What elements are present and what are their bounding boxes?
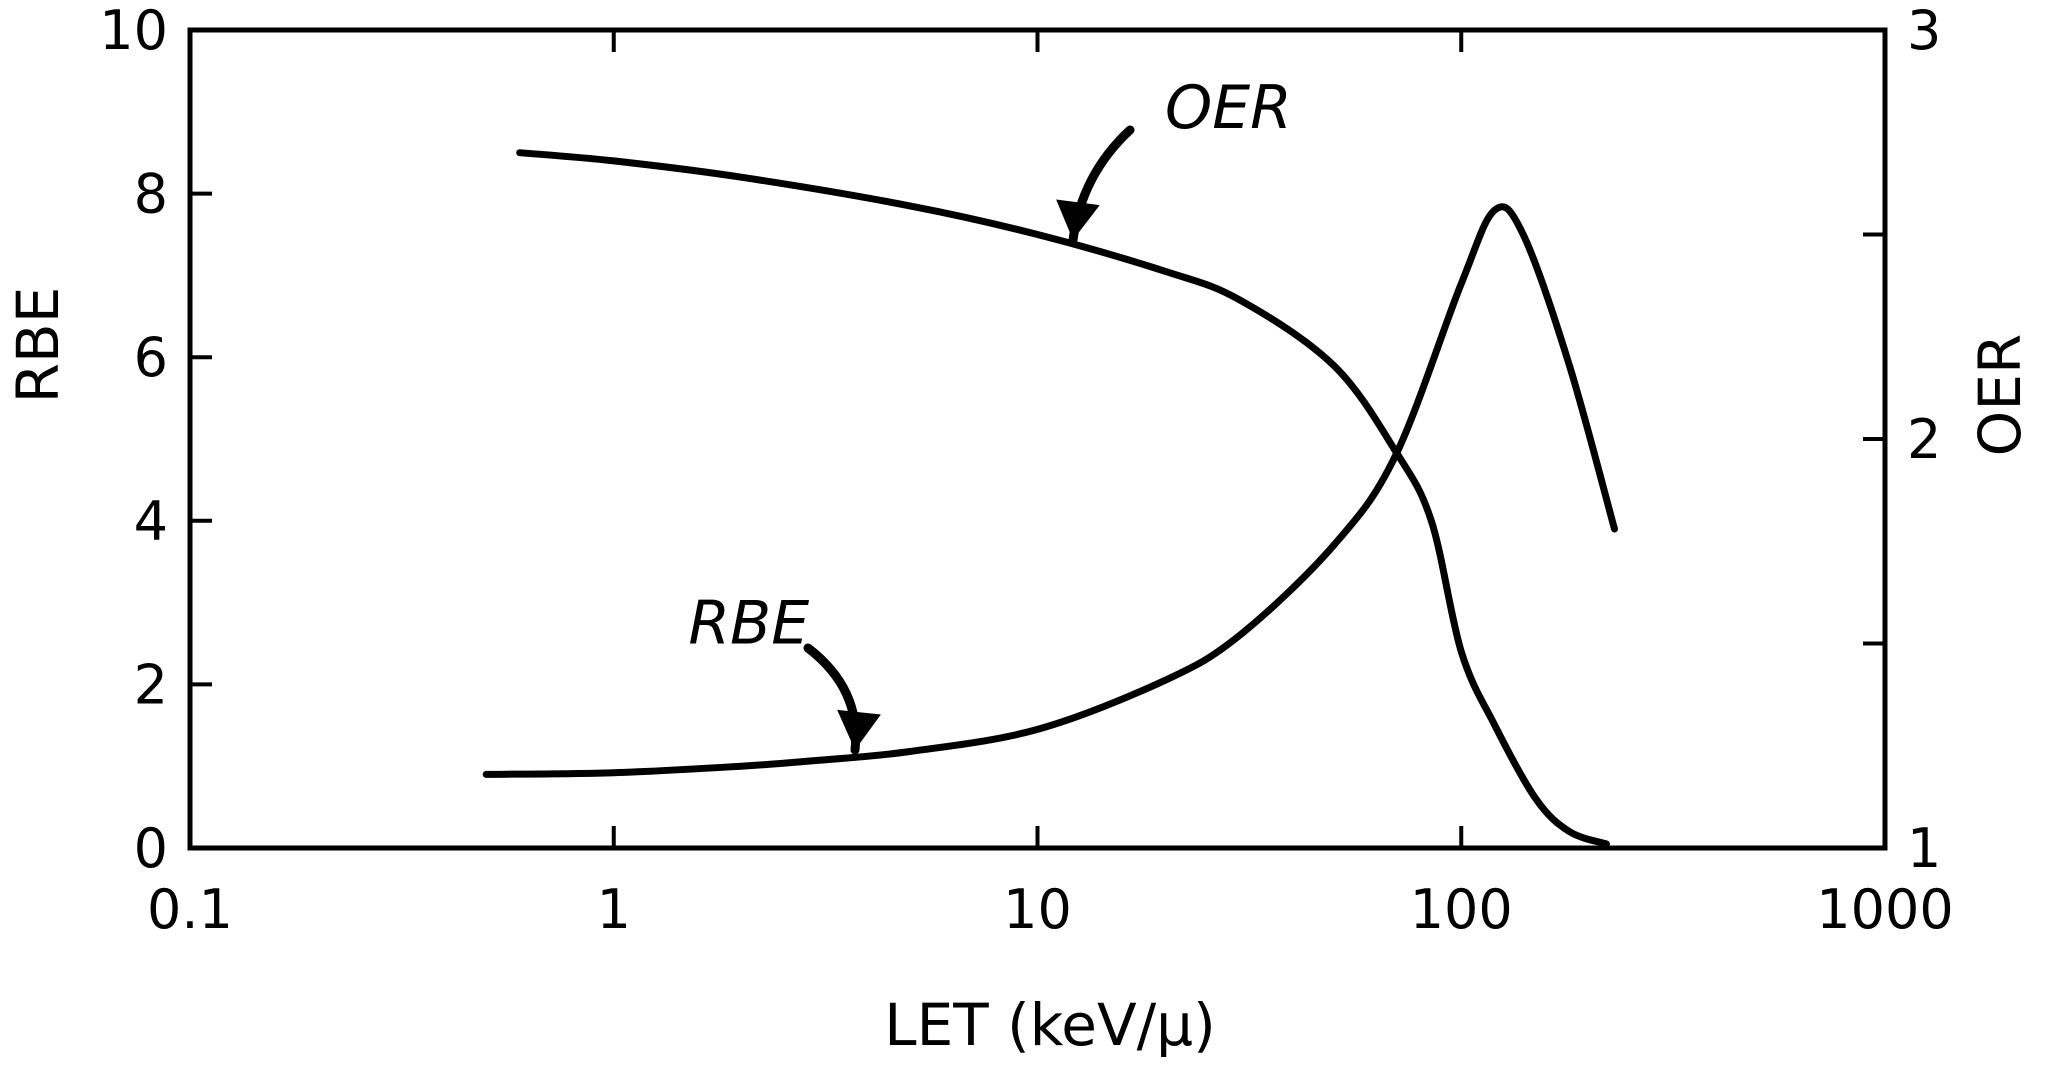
series-layer <box>482 149 1618 848</box>
y2-tick-label: 1 <box>1907 817 1941 880</box>
arrow-head-rbe <box>837 709 881 750</box>
y-tick-label: 10 <box>99 0 168 62</box>
y-tick-label: 6 <box>134 326 168 389</box>
y-tick-label: 8 <box>134 163 168 226</box>
x-axis: 0.1 1 10 100 1000 <box>147 30 1954 941</box>
x-tick-label: 1000 <box>1816 878 1953 941</box>
annotation-label-oer: OER <box>1165 73 1292 143</box>
annotation-layer: OER RBE <box>688 73 1292 755</box>
y-axis-left: 0 2 4 6 8 10 <box>99 0 212 880</box>
y-tick-label: 4 <box>134 490 168 553</box>
arrow-head-oer <box>1056 199 1100 240</box>
y-axis-right: 1 2 3 <box>1863 0 1941 880</box>
y2-axis-title: OER <box>1966 334 2034 457</box>
x-tick-label: 0.1 <box>147 878 233 941</box>
x-tick-label: 100 <box>1410 878 1513 941</box>
x-axis-title: LET (keV/μ) <box>884 991 1215 1059</box>
x-tick-label: 1 <box>597 878 631 941</box>
y2-tick-label: 3 <box>1907 0 1941 62</box>
series-rbe-line <box>482 203 1618 778</box>
y-axis-title: RBE <box>4 287 72 404</box>
plot-frame <box>187 27 1888 851</box>
y-tick-label: 0 <box>134 817 168 880</box>
y2-tick-label: 2 <box>1907 408 1941 471</box>
y-tick-label: 2 <box>134 653 168 716</box>
annotation-label-rbe: RBE <box>688 589 809 659</box>
series-oer-line <box>516 149 1610 848</box>
x-tick-label: 10 <box>1003 878 1072 941</box>
